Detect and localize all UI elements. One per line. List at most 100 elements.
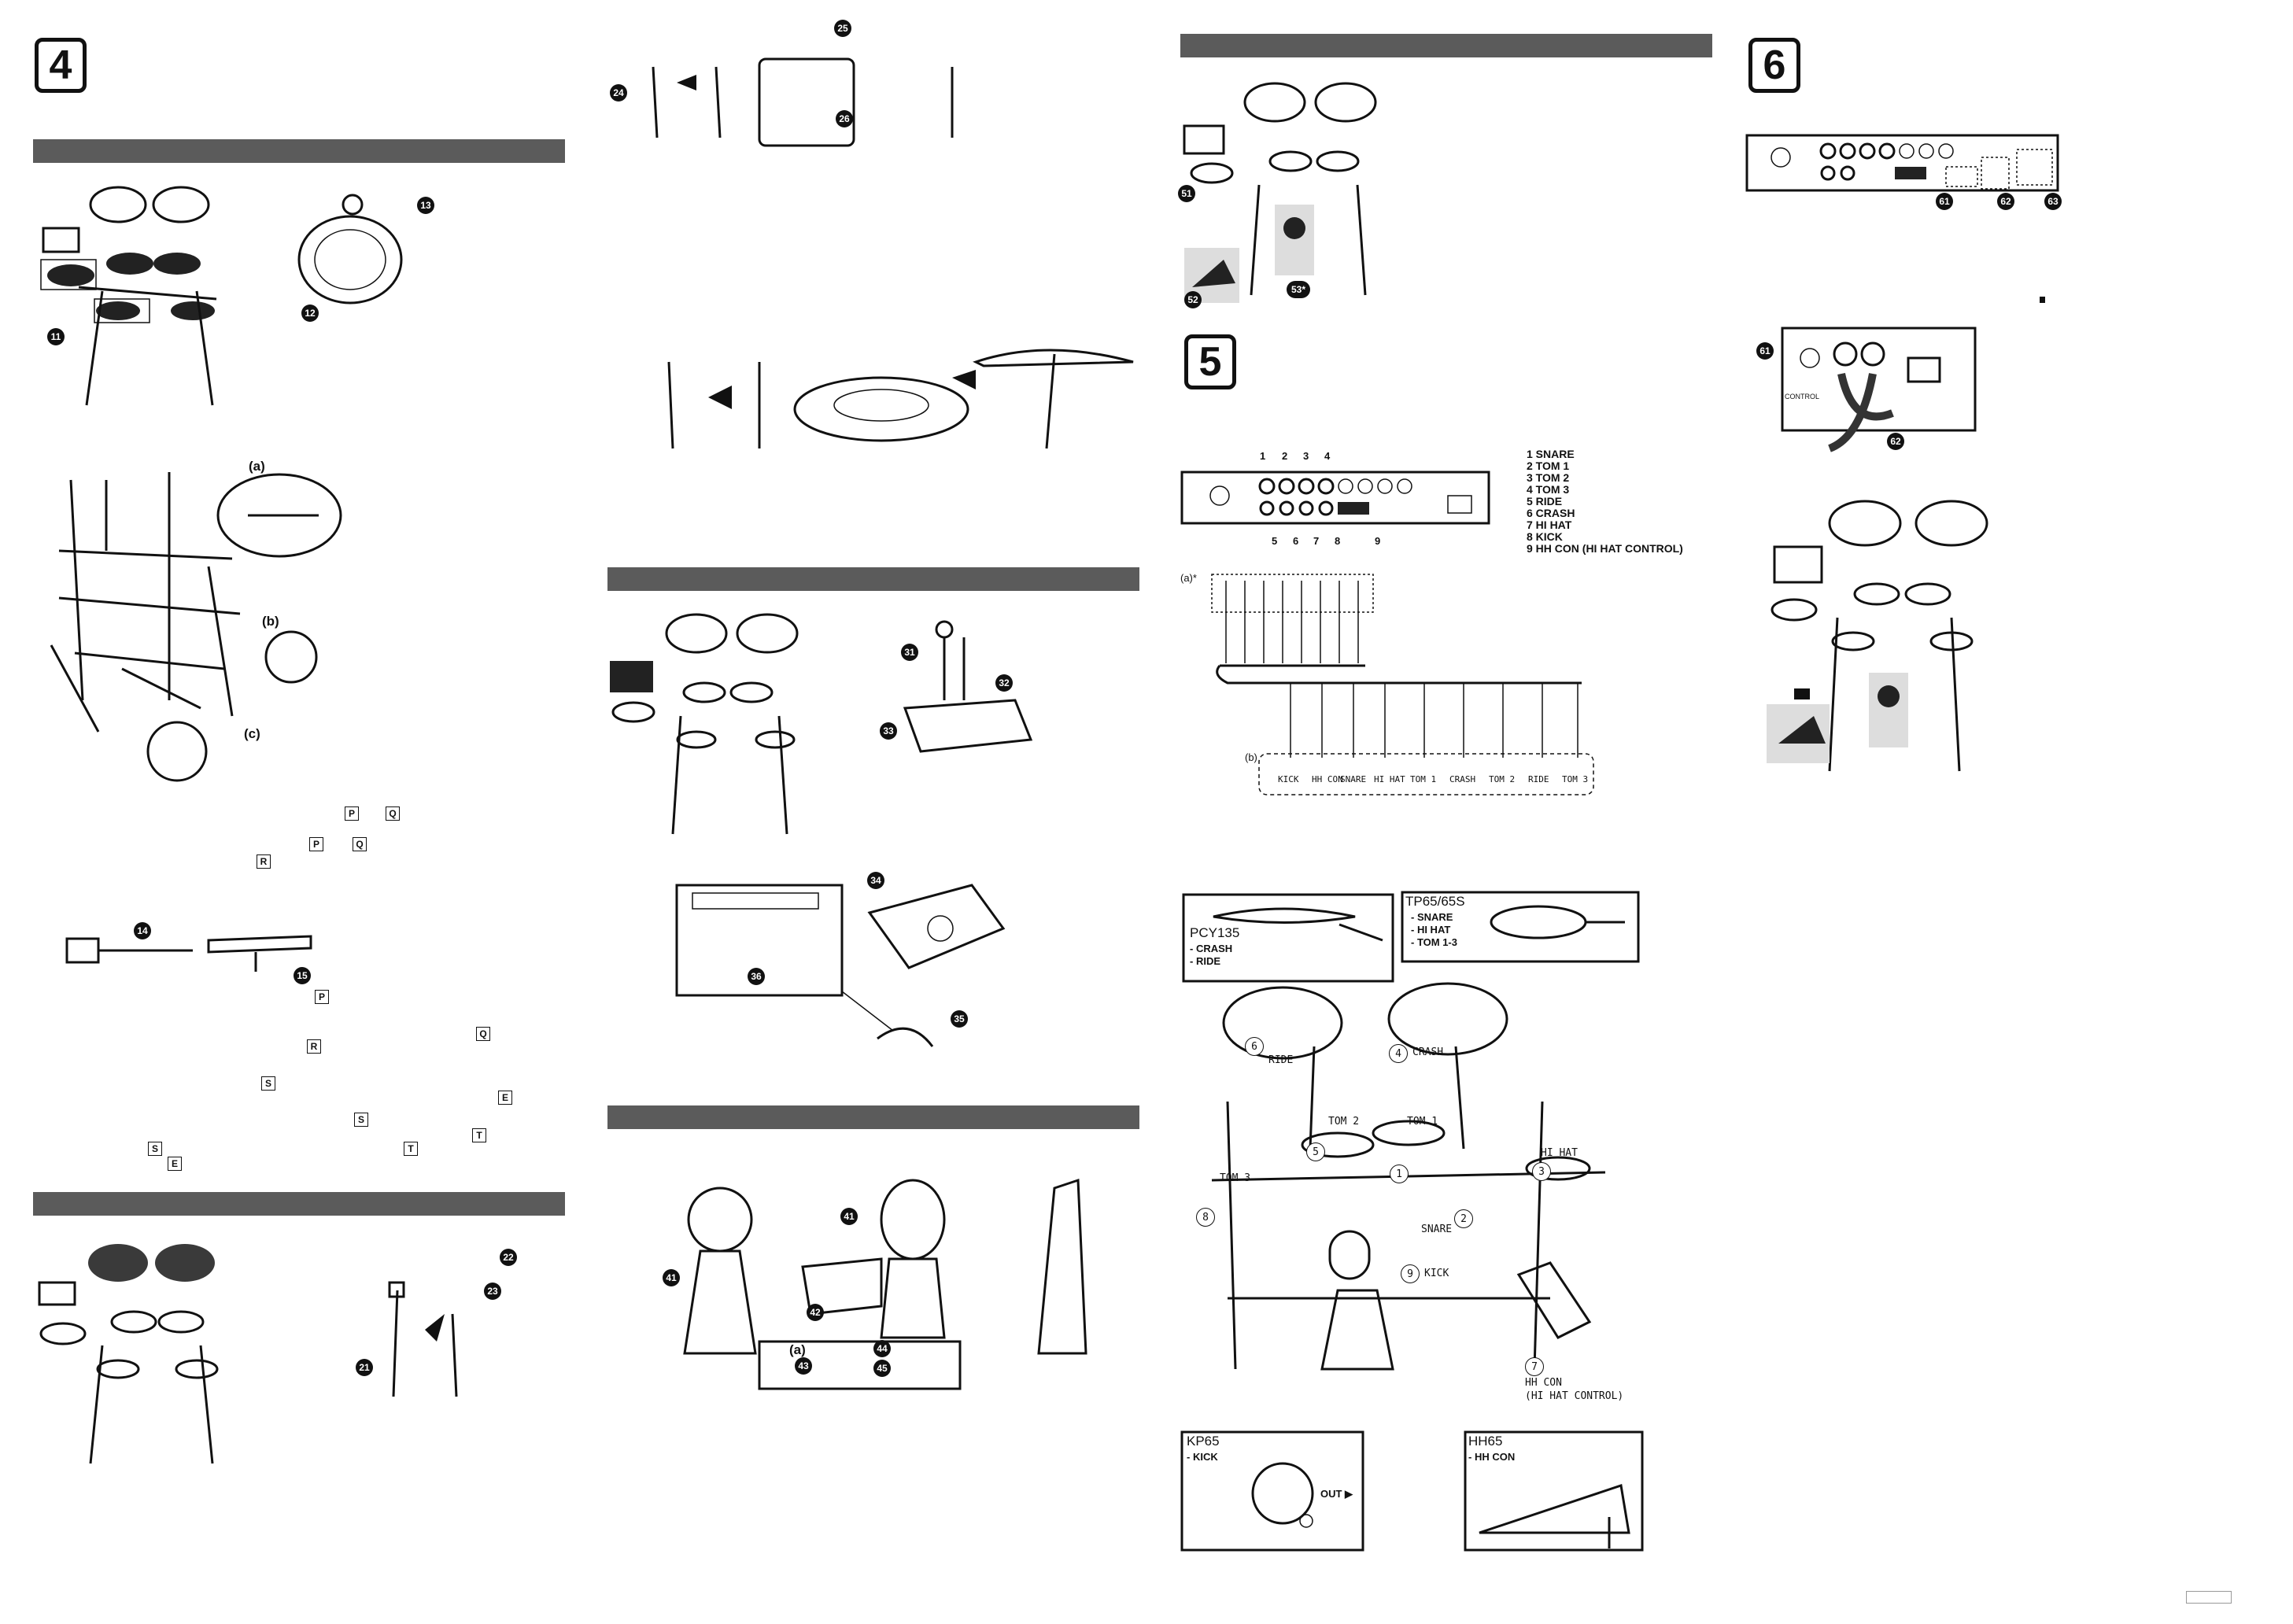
hhcon-full-label: (HI HAT CONTROL) — [1525, 1390, 1624, 1402]
callout-14: 14 — [134, 922, 151, 939]
hhcon-number: 7 — [1525, 1357, 1544, 1376]
kp65-box — [1180, 1430, 1364, 1552]
tp65-box — [1401, 891, 1640, 963]
callout-15: 15 — [294, 967, 311, 984]
key-q: Q — [353, 837, 367, 851]
legend-item: 7 HI HAT — [1527, 519, 1572, 531]
control-label: CONTROL — [1785, 393, 1820, 400]
key-t: T — [472, 1128, 486, 1142]
legend-item: 1 SNARE — [1527, 448, 1575, 460]
section-bar — [33, 1192, 565, 1216]
cable-harness-diagram — [1211, 574, 1594, 795]
callout-61: 61 — [1936, 193, 1953, 210]
callout-24: 24 — [610, 84, 627, 102]
jack-number: 1 — [1260, 450, 1266, 462]
callout-33: 33 — [880, 722, 897, 740]
callout-23: 23 — [484, 1283, 501, 1300]
label-a: (a) — [249, 459, 265, 474]
module-connect-illustration — [675, 884, 1006, 1047]
hhcon-label: HH CON — [1525, 1377, 1562, 1389]
pcy135-box — [1182, 893, 1394, 983]
page-number-box — [2186, 1591, 2232, 1604]
jack-number: 9 — [1375, 535, 1381, 547]
legend-item: 8 KICK — [1527, 530, 1563, 543]
callout-62: 62 — [1997, 193, 2014, 210]
cymbal-arm-illustration — [388, 1281, 458, 1397]
step-4-badge: 4 — [35, 38, 87, 93]
callout-51: 51 — [1178, 185, 1195, 202]
callout-41: 41 — [840, 1208, 858, 1225]
section-bar — [1180, 34, 1712, 57]
callout-11: 11 — [47, 328, 65, 345]
callout-45: 45 — [873, 1360, 891, 1377]
snare-number: 2 — [1454, 1209, 1473, 1228]
tp65-line: - HI HAT — [1411, 924, 1451, 936]
legend-item: 3 TOM 2 — [1527, 471, 1570, 484]
callout-61: 61 — [1756, 342, 1774, 360]
tp65-title: TP65/65S — [1405, 894, 1465, 909]
legend-item: 4 TOM 3 — [1527, 483, 1570, 496]
tom2-label: TOM 2 — [1328, 1116, 1360, 1128]
key-r: R — [307, 1039, 321, 1054]
callout-34: 34 — [867, 872, 884, 889]
ride-number: 6 — [1245, 1037, 1264, 1056]
callout-31: 31 — [901, 644, 918, 661]
callout-12: 12 — [301, 304, 319, 322]
kick-pad-assembly-illustration — [683, 1178, 1087, 1390]
label-b: (b) — [262, 614, 279, 629]
hh65-line: - HH CON — [1468, 1451, 1516, 1463]
kick-label: KICK — [1424, 1268, 1449, 1279]
jack-number: 3 — [1303, 450, 1309, 462]
label-a: (a) — [789, 1342, 806, 1357]
section-bar — [607, 1105, 1139, 1129]
cable-label: HH CON — [1312, 774, 1343, 784]
callout-36: 36 — [748, 968, 765, 985]
snare-label: SNARE — [1421, 1224, 1453, 1235]
clamp-illustration — [65, 935, 312, 972]
pcy135-line: - CRASH — [1190, 943, 1233, 954]
drum-kit-pedals-illustration — [1183, 82, 1377, 303]
callout-26: 26 — [836, 110, 853, 127]
callout-52: 52 — [1184, 291, 1202, 308]
small-marker — [2040, 297, 2045, 303]
tom1-label: TOM 1 — [1407, 1116, 1438, 1128]
crash-label: CRASH — [1412, 1046, 1444, 1058]
callout-63: 63 — [2044, 193, 2062, 210]
key-s: S — [354, 1113, 368, 1127]
tp65-line: - SNARE — [1411, 911, 1453, 923]
hihat-number: 3 — [1532, 1162, 1551, 1181]
cable-label: HI HAT — [1374, 774, 1405, 784]
ride-label: RIDE — [1268, 1054, 1294, 1066]
module-rear-panel-connections — [1745, 134, 2059, 192]
jack-number: 7 — [1313, 535, 1320, 547]
label-cable-b: (b) — [1245, 751, 1257, 763]
callout-62: 62 — [1887, 433, 1904, 450]
key-q: Q — [476, 1027, 490, 1041]
hh65-title: HH65 — [1468, 1434, 1503, 1449]
callout-32: 32 — [995, 674, 1013, 692]
detail-a-circle — [216, 473, 342, 558]
tom2-number: 5 — [1306, 1142, 1325, 1161]
tom3-number: 8 — [1196, 1208, 1215, 1227]
tom3-label: TOM 3 — [1220, 1172, 1251, 1184]
pad-bottom-illustration — [297, 194, 403, 304]
detail-b-circle — [264, 630, 318, 684]
cable-label: SNARE — [1340, 774, 1367, 784]
step-6-badge: 6 — [1748, 38, 1800, 93]
crash-number: 4 — [1389, 1044, 1408, 1063]
hihat-label: HI HAT — [1541, 1147, 1578, 1159]
legend-item: 6 CRASH — [1527, 507, 1575, 519]
key-s: S — [148, 1142, 162, 1156]
callout-43: 43 — [795, 1357, 812, 1375]
cable-label: TOM 2 — [1489, 774, 1516, 784]
step-5-badge: 5 — [1184, 334, 1236, 389]
callout-35: 35 — [951, 1010, 968, 1028]
legend-item: 9 HH CON (HI HAT CONTROL) — [1527, 542, 1683, 555]
jack-number: 6 — [1293, 535, 1299, 547]
kp65-line: - KICK — [1187, 1451, 1218, 1463]
label-a-star: (a)* — [1180, 572, 1197, 584]
key-e: E — [498, 1091, 512, 1105]
tom1-number: 1 — [1390, 1164, 1409, 1183]
section-bar — [607, 567, 1139, 591]
pcy135-line: - RIDE — [1190, 955, 1220, 967]
